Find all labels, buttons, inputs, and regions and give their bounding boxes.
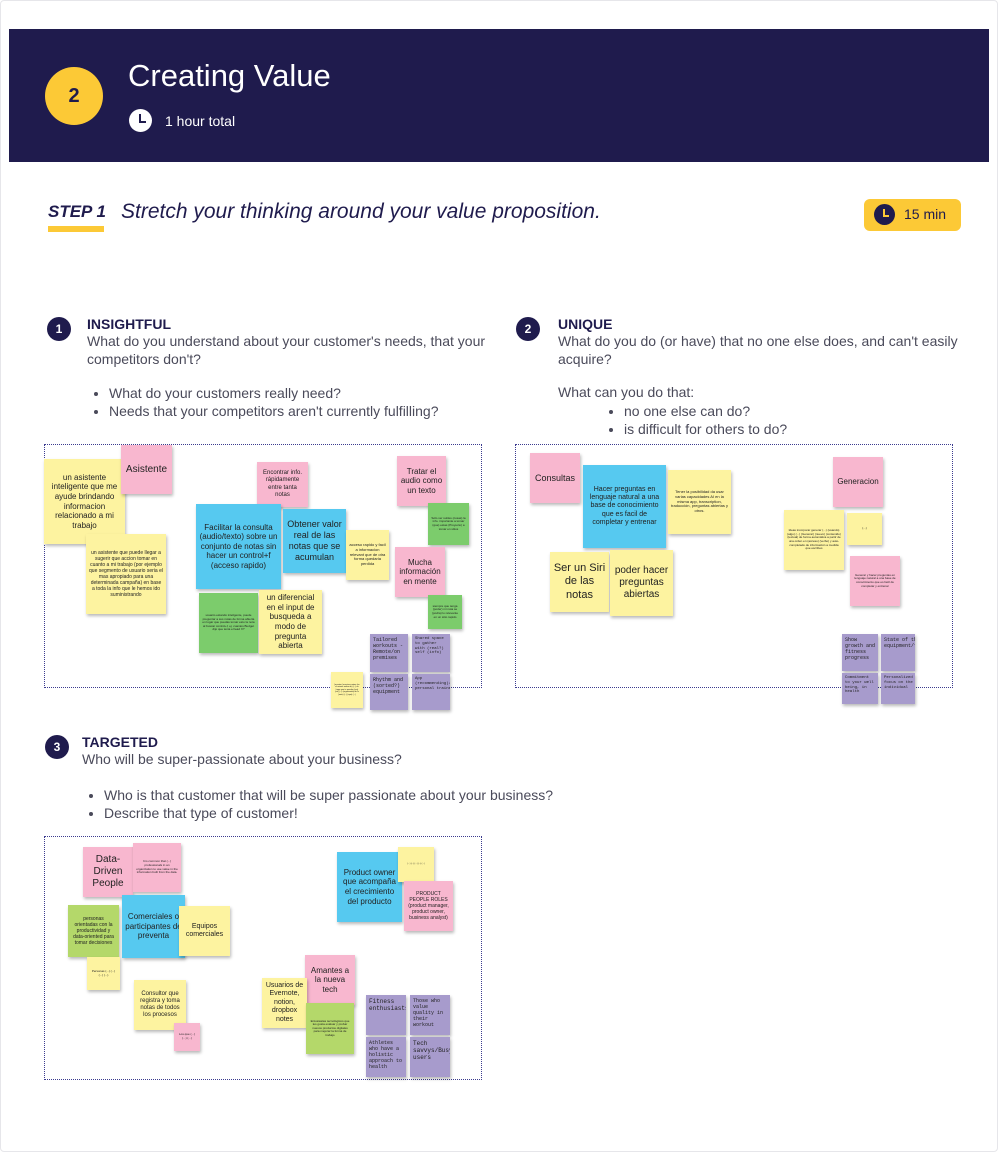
sticky-note[interactable]: Comerciales o participantes de preventa [122,895,185,958]
sticky-note[interactable]: Those who value quality in their workout [410,995,450,1035]
section-title: TARGETED [82,734,158,750]
sticky-note[interactable]: Personas (...) (...) (...) (...) [87,957,120,990]
sticky-board-targeted[interactable] [44,836,482,1080]
sticky-note[interactable]: Athletes who have a holistic approach to… [366,1037,406,1077]
section-title: INSIGHTFUL [87,316,171,332]
sticky-note[interactable]: Show growth and fitness progress [842,634,878,671]
sticky-note[interactable]: un asistente que puede llegar a sugerir … [86,534,166,614]
sticky-note[interactable]: Asistente [121,445,172,494]
section-number: 1 [47,317,71,341]
sticky-note[interactable]: App (recommending)/(virtual) personal tr… [412,674,450,710]
sticky-note[interactable]: Shared space to gather with (real?) self… [412,634,450,672]
sticky-note[interactable]: Tailored workouts -Remote/on premises [370,634,408,672]
sticky-note[interactable]: Tech savvys/Busy users [410,1037,450,1077]
sticky-note[interactable]: Entusiastas tecnológicos que les gusta e… [306,1003,354,1054]
section-bullets: no one else can do? is difficult for oth… [604,402,924,438]
sticky-note[interactable]: Facilitar la consulta (audio/texto) sobr… [196,504,281,589]
sticky-note[interactable]: Los que (...) (...) (...) [174,1023,200,1051]
sticky-note[interactable]: It is common that (...) professionals in… [133,843,181,892]
step-underline [48,226,104,232]
sticky-note[interactable]: Hacer preguntas en lenguaje natural a un… [583,465,666,548]
sticky-note[interactable]: (mostrar) nuestras notas (en el mismo or… [331,672,363,708]
bullet-item: Describe that type of customer! [104,804,664,822]
sticky-note[interactable]: Commitment to your well being, in health [842,673,878,704]
section-title: UNIQUE [558,316,613,332]
sticky-note[interactable]: personas orientadas con la productividad… [68,905,119,957]
header-bar [9,29,989,162]
sticky-note[interactable]: (...) [847,513,882,545]
bullet-item: What do your customers really need? [109,384,529,402]
bullet-item: is difficult for others to do? [624,420,924,438]
step-title: Stretch your thinking around your value … [121,200,601,223]
sticky-note[interactable]: Encontrar info. rápidamente entre tanta … [257,462,308,507]
section-question: What do you understand about your custom… [87,333,486,367]
clock-icon [874,204,895,225]
sticky-note[interactable]: Tratar el audio como un texto [397,456,446,506]
section-number: 3 [45,735,69,759]
sticky-board-insightful[interactable] [44,444,482,688]
sticky-note[interactable]: Product owner que acompaña el crecimient… [337,852,402,922]
sticky-note[interactable]: Sólo ver sutiles (cosas) la info. import… [428,503,469,545]
sticky-note[interactable]: Usuarios de Evernote, notion, dropbox no… [262,978,307,1028]
sticky-note[interactable]: acceso rapido y facil a informacion rele… [346,530,389,580]
sticky-note[interactable]: Amantes a la nueva tech [305,955,355,1005]
sticky-note[interactable]: un diferencial en el input de busqueda a… [259,590,322,654]
total-duration: 1 hour total [165,113,236,129]
sticky-note[interactable]: Fitness enthusiasts [366,995,406,1035]
sticky-note[interactable]: Rhythm and (sorted?) equipment [370,674,408,710]
sticky-note[interactable]: Equipos comerciales [179,906,230,956]
sticky-board-unique[interactable] [515,444,953,688]
sticky-note[interactable]: Consultor que registra y toma notas de t… [134,980,186,1030]
time-label: 15 min [904,206,947,222]
sticky-note[interactable]: State of the art equipment/facility [881,634,915,671]
sticky-note[interactable]: poder hacer preguntas abiertas [610,550,673,616]
section-number: 2 [516,317,540,341]
step-label: STEP 1 [48,202,106,221]
sticky-note[interactable]: PRODUCT PEOPLE ROLES (product manager, p… [404,881,453,931]
page-title: Creating Value [128,58,331,93]
sticky-note[interactable]: Personalized focus on the individual [881,673,915,704]
section-bullets: Who is that customer that will be super … [84,786,664,822]
time-badge: 15 min [864,199,961,231]
sticky-note[interactable]: siempre que tenga (poder) mi nota se (po… [428,595,462,629]
section-bullets: What do your customers really need? Need… [89,384,529,420]
sticky-note[interactable]: Mucha información en mente [395,547,445,597]
bullet-item: Who is that customer that will be super … [104,786,664,804]
bullet-item: no one else can do? [624,402,924,420]
sticky-note[interactable]: Generacion [833,457,883,507]
sticky-note[interactable]: Obtener valor real de las notas que se a… [283,509,346,573]
section-question: What do you do (or have) that no one els… [558,333,958,367]
section-prompt: What can you do that: [558,384,695,400]
sticky-note[interactable]: Consultas [530,453,580,503]
sticky-note[interactable]: Ser un Siri de las notas [550,552,609,612]
sticky-note[interactable]: un asistente inteligente que me ayude br… [44,459,125,544]
sticky-note[interactable]: (...) (...) (...) (...) (...) [398,847,434,882]
clock-icon [129,109,152,132]
sticky-note[interactable]: usuario estando inteligente, puede pregu… [199,593,258,653]
sticky-note[interactable]: Ideas incorporar generar (...) (usando) … [784,510,844,570]
sticky-note[interactable]: Generar y hacer preguntas en lenguaje na… [850,556,900,606]
sticky-note[interactable]: Data-Driven People [83,847,133,897]
section-question: Who will be super-passionate about your … [82,751,402,767]
bullet-item: Needs that your competitors aren't curre… [109,402,529,420]
step-number-badge: 2 [45,67,103,125]
sticky-note[interactable]: Tener la posibilidad da usar varias capa… [668,470,731,534]
